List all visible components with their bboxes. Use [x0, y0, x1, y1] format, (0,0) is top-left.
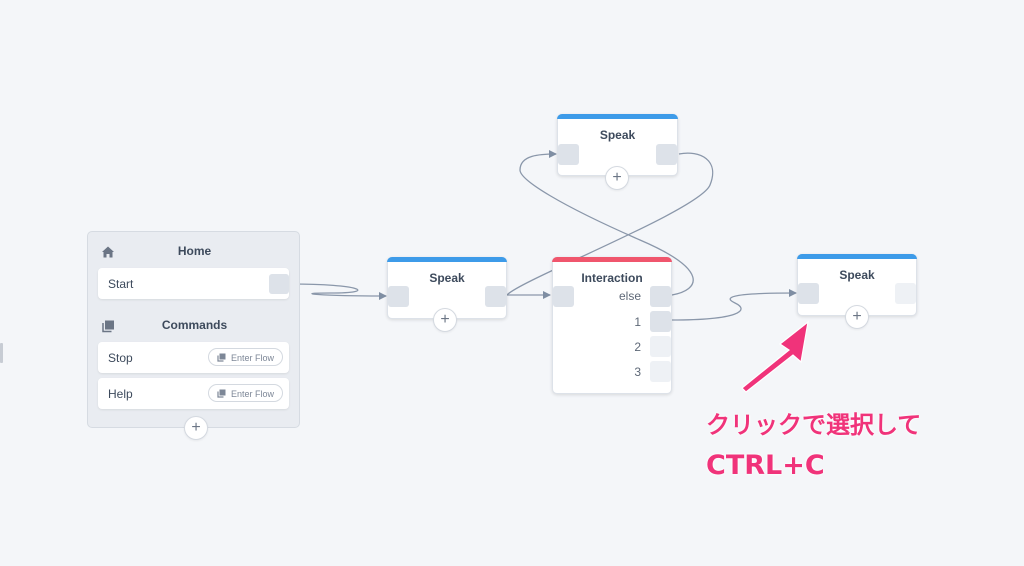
- output-label-1: 1: [634, 315, 641, 329]
- output-port[interactable]: [485, 286, 506, 307]
- input-port[interactable]: [558, 144, 579, 165]
- output-port[interactable]: [656, 144, 677, 165]
- output-port-else[interactable]: [650, 286, 671, 307]
- node-accent-bar: [387, 257, 507, 262]
- enter-flow-label: Enter Flow: [231, 353, 275, 363]
- command-label: Help: [108, 387, 133, 401]
- home-header: Home: [88, 242, 301, 262]
- commands-header: Commands: [88, 316, 301, 336]
- link-interaction-1-to-speak: [671, 289, 797, 321]
- node-accent-bar: [552, 257, 672, 262]
- command-label: Stop: [108, 351, 133, 365]
- output-label-3: 3: [634, 365, 641, 379]
- annotation-line2: CTRL+C: [706, 450, 825, 481]
- output-port-3[interactable]: [650, 361, 671, 382]
- enter-flow-button[interactable]: Enter Flow: [208, 348, 283, 366]
- input-port[interactable]: [553, 286, 574, 307]
- node-accent-bar: [797, 254, 917, 259]
- output-port-1[interactable]: [650, 311, 671, 332]
- flow-icon: [217, 353, 226, 362]
- output-label-2: 2: [634, 340, 641, 354]
- annotation-line1: クリックで選択して: [706, 411, 922, 439]
- command-row-help[interactable]: Help Enter Flow: [98, 378, 289, 409]
- output-port[interactable]: [895, 283, 916, 304]
- node-title: Speak: [839, 268, 875, 282]
- annotation-arrow: [741, 320, 809, 393]
- output-port-2[interactable]: [650, 336, 671, 357]
- output-label-else: else: [618, 289, 641, 303]
- canvas-edge-handle[interactable]: [0, 343, 3, 363]
- home-icon: [102, 246, 114, 258]
- command-row-stop[interactable]: Stop Enter Flow: [98, 342, 289, 373]
- input-port[interactable]: [798, 283, 819, 304]
- home-add-button[interactable]: +: [184, 416, 208, 440]
- home-block[interactable]: Home Start Commands Stop Enter Flow Help: [87, 231, 300, 428]
- home-title: Home: [177, 244, 212, 258]
- node-title: Speak: [429, 271, 465, 285]
- commands-icon: [102, 320, 114, 333]
- enter-flow-button[interactable]: Enter Flow: [208, 384, 283, 402]
- speak-top-add-button[interactable]: +: [605, 166, 629, 190]
- speak-add-button[interactable]: +: [433, 308, 457, 332]
- input-port[interactable]: [388, 286, 409, 307]
- node-title: Speak: [599, 128, 636, 142]
- flow-icon: [217, 389, 226, 398]
- node-accent-bar: [557, 114, 678, 119]
- start-label: Start: [108, 277, 134, 291]
- speak-right-add-button[interactable]: +: [845, 305, 869, 329]
- commands-title: Commands: [161, 318, 228, 332]
- start-output-port[interactable]: [269, 274, 289, 294]
- link-start-to-speak: [290, 283, 387, 300]
- interaction-node[interactable]: Interaction else 1 2 3: [552, 257, 672, 394]
- start-row[interactable]: Start: [98, 268, 289, 299]
- enter-flow-label: Enter Flow: [231, 389, 275, 399]
- node-title: Interaction: [581, 271, 643, 285]
